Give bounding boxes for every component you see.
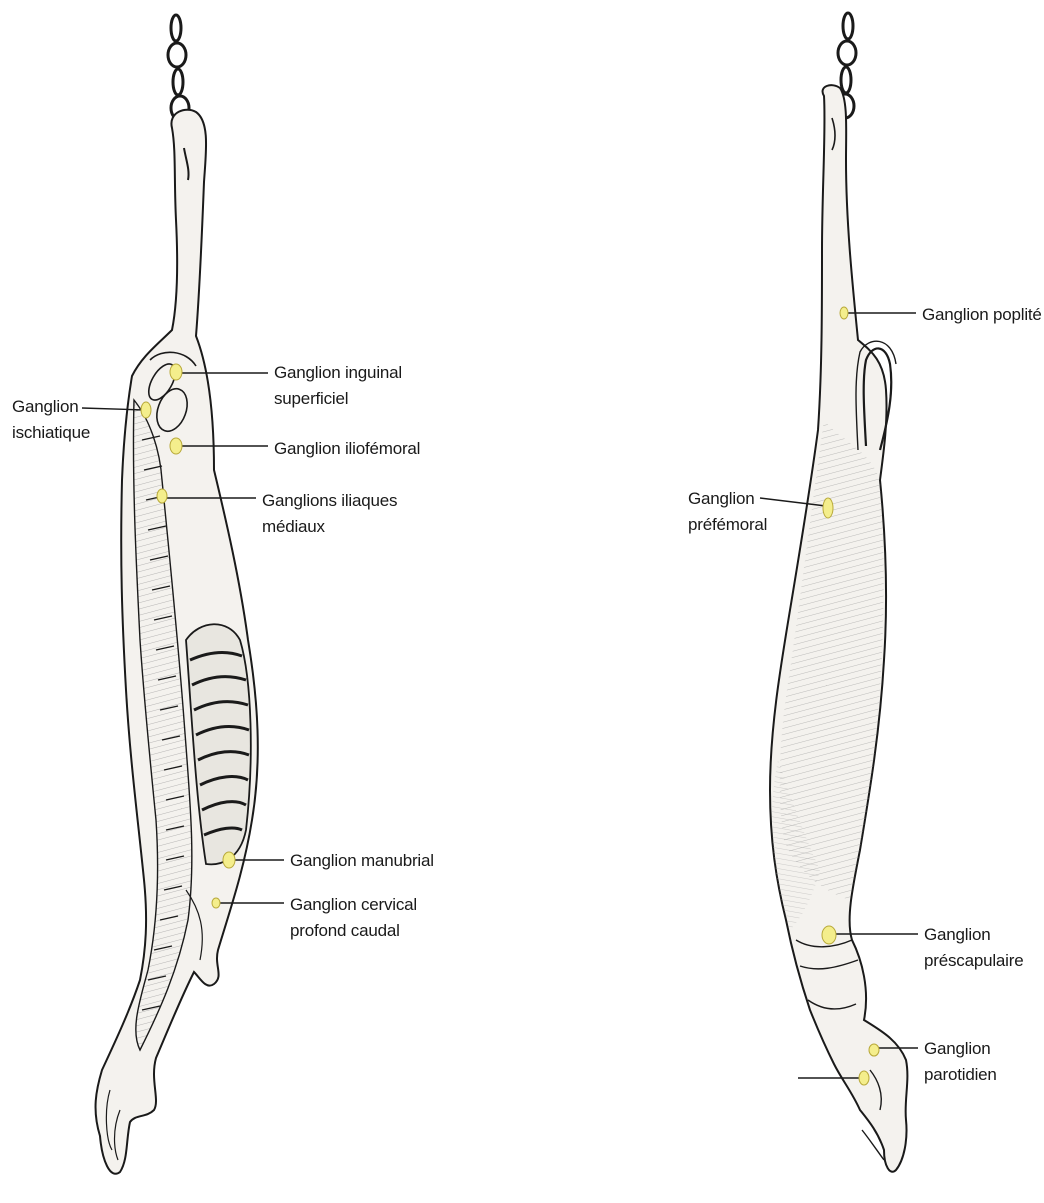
label-ischiatique-line1: Ganglion <box>12 394 90 420</box>
label-iliofemoral-line1: Ganglion iliofémoral <box>274 436 420 462</box>
label-prescapulaire-line2: préscapulaire <box>924 948 1023 974</box>
node-prescapulaire <box>822 926 836 944</box>
right-carcass <box>770 13 907 1172</box>
label-iliaques-line1: Ganglions iliaques <box>262 488 397 514</box>
label-iliaques-line2: médiaux <box>262 514 397 540</box>
label-cervical: Ganglion cervical profond caudal <box>290 892 417 944</box>
node-ischiatique <box>141 402 151 418</box>
label-prefemoral-line1: Ganglion <box>688 486 767 512</box>
label-parotidien: Ganglion parotidien <box>924 1036 997 1088</box>
node-iliofemoral <box>170 438 182 454</box>
label-inguinal-line1: Ganglion inguinal <box>274 360 402 386</box>
label-poplite: Ganglion poplité <box>922 302 1042 328</box>
label-iliofemoral: Ganglion iliofémoral <box>274 436 420 462</box>
label-ischiatique-line2: ischiatique <box>12 420 90 446</box>
label-prefemoral-line2: préfémoral <box>688 512 767 538</box>
label-ischiatique: Ganglion ischiatique <box>12 394 90 446</box>
label-prefemoral: Ganglion préfémoral <box>688 486 767 538</box>
label-manubrial-line1: Ganglion manubrial <box>290 848 434 874</box>
node-cervical-profond-caudal <box>212 898 220 908</box>
label-inguinal-line2: superficiel <box>274 386 402 412</box>
label-inguinal: Ganglion inguinal superficiel <box>274 360 402 412</box>
left-carcass <box>96 15 258 1174</box>
node-prefemoral <box>823 498 833 518</box>
label-parotidien-line2: parotidien <box>924 1062 997 1088</box>
node-poplite <box>840 307 848 319</box>
node-unlabeled <box>859 1071 869 1085</box>
label-prescapulaire-line1: Ganglion <box>924 922 1023 948</box>
node-manubrial <box>223 852 235 868</box>
node-inguinal-superficiel <box>170 364 182 380</box>
left-hanging-chain <box>168 15 189 120</box>
node-parotidien <box>869 1044 879 1056</box>
node-iliaques-mediaux <box>157 489 167 503</box>
label-parotidien-line1: Ganglion <box>924 1036 997 1062</box>
label-cervical-line2: profond caudal <box>290 918 417 944</box>
label-poplite-line1: Ganglion poplité <box>922 302 1042 328</box>
label-iliaques: Ganglions iliaques médiaux <box>262 488 397 540</box>
label-cervical-line1: Ganglion cervical <box>290 892 417 918</box>
label-prescapulaire: Ganglion préscapulaire <box>924 922 1023 974</box>
label-manubrial: Ganglion manubrial <box>290 848 434 874</box>
